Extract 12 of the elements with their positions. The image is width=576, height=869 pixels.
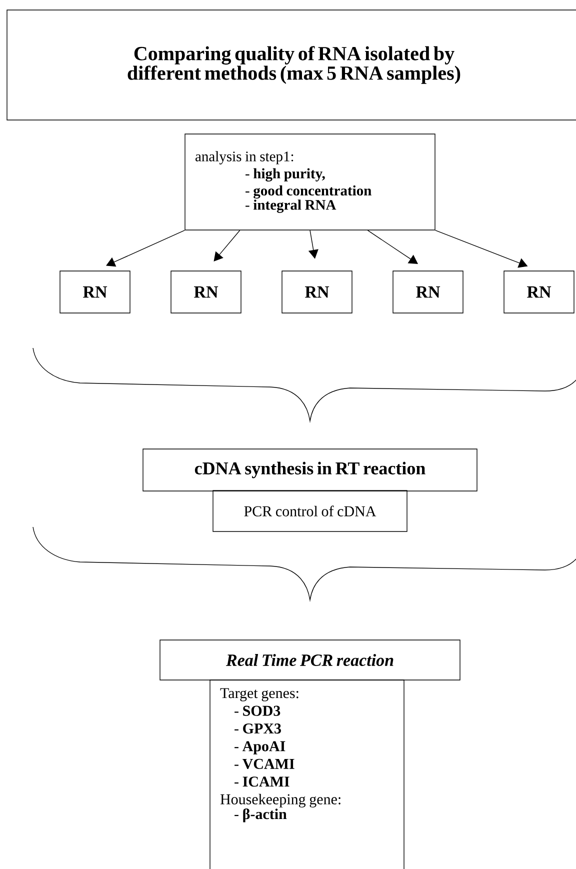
- sample-box: RN: [504, 270, 574, 314]
- sample-box: RN: [282, 270, 352, 314]
- gene-list-box: Target genes: - SOD3 - GPX3 - ApoAI - VCAMI - ICAMI Housekeeping gene: - β-actin: [210, 680, 404, 869]
- title-box: Comparing quality of RNA isolated by different methods (max 5 RNA samples): [6, 10, 576, 120]
- arrow: [214, 230, 240, 262]
- sample-box: RN: [392, 270, 464, 314]
- analysis-box: analysis in step1: - high purity, - good concentration - integral RNA: [184, 134, 436, 230]
- sample-box: RN: [170, 270, 242, 314]
- step-box: Real Time PCR reaction: [160, 640, 460, 680]
- step-box: PCR control of cDNA: [212, 490, 408, 532]
- step-box: cDNA synthesis in RT reaction: [142, 448, 478, 492]
- sample-box: RN: [60, 270, 130, 314]
